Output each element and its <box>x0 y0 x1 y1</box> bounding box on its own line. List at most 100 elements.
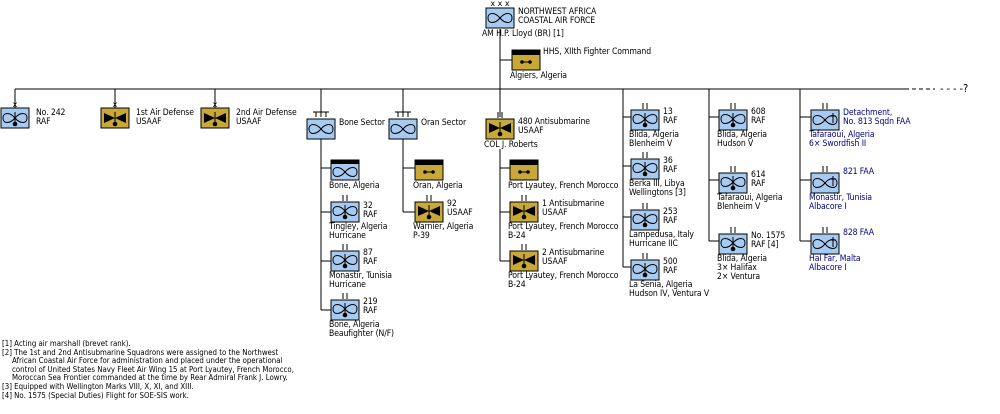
o92-label-2: USAAF <box>447 208 473 218</box>
r608-symbol <box>718 103 748 131</box>
r500-label-1: 500 <box>663 257 678 267</box>
r614-label-1: 614 <box>751 170 766 180</box>
faa821-label-3: Monastir, Tunisia <box>809 193 872 203</box>
r36-label-3: Berka III, Libya <box>629 179 685 189</box>
bone-sector-symbol <box>306 111 336 140</box>
faa828-label-1: 828 FAA <box>843 228 874 238</box>
footnote-2-line-2: African Coastal Air Force for administra… <box>12 356 283 366</box>
b87-label-4: Hurricane <box>329 280 366 290</box>
r500-label-3: La Senia, Algeria <box>629 280 693 290</box>
r1575-label-3: Blida, Algeria <box>717 254 767 264</box>
b219-symbol <box>330 293 360 321</box>
oran-hq-symbol <box>414 159 444 181</box>
r614-symbol <box>718 166 748 194</box>
r36-symbol <box>630 152 660 180</box>
o92-label-4: P-39 <box>413 231 430 241</box>
r614-label-3: Tafaraoui, Algeria <box>717 193 783 203</box>
oran-sector-symbol <box>388 111 418 140</box>
svg-text:x: x <box>213 100 218 109</box>
r1575-label-4: 3× Halifax <box>717 263 757 273</box>
b219-label-3: Bone, Algeria <box>329 320 380 330</box>
r253-label-3: Lampedusa, Italy <box>629 230 694 240</box>
svg-text:x: x <box>13 100 18 109</box>
r1575-label-2: RAF [4] <box>751 240 779 250</box>
footnote-2: [2] The 1st and 2nd Antisubmarine Squadr… <box>2 347 279 357</box>
g480-commander: COL J. Roberts <box>484 140 538 150</box>
r1575-label-1: No. 1575 <box>751 231 786 241</box>
svg-text:x: x <box>113 100 118 109</box>
faa813-label-4: 6× Swordfish II <box>809 139 867 149</box>
hhs-name: HHS, XIIth Fighter Command <box>543 47 652 57</box>
ad2-label-1: 2nd Air Defense <box>236 108 297 118</box>
as1-label-1: 1 Antisubmarine <box>542 199 605 209</box>
r253-label-2: RAF <box>663 216 678 226</box>
sq242-label-2: RAF <box>36 117 51 127</box>
faa813-label-2: No. 813 Sqdn FAA <box>843 117 911 127</box>
b32-label-3: Tingley, Algeria <box>329 222 388 232</box>
b87-label-3: Monastir, Tunisia <box>329 271 392 281</box>
r253-label-4: Hurricane IIC <box>629 239 678 249</box>
b87-label-1: 87 <box>363 248 373 258</box>
bone-hq-label: Bone, Algeria <box>329 181 380 191</box>
faa821-label-4: Albacore I <box>809 202 847 212</box>
faa828-symbol <box>810 227 840 255</box>
r13-symbol <box>630 103 660 131</box>
bone-sector-label: Bone Sector <box>339 118 385 128</box>
footnote-2-line-3: control of United States Navy Fleet Air … <box>12 364 294 374</box>
ad1-symbol: x <box>100 100 130 129</box>
r1575-symbol <box>718 227 748 255</box>
b32-label-2: RAF <box>363 210 378 220</box>
footnote-4: [4] No. 1575 (Special Duties) Flight for… <box>2 390 189 400</box>
r608-label-1: 608 <box>751 107 766 117</box>
g480-label-1: 480 Antisubmarine <box>518 117 590 127</box>
g480-symbol <box>485 112 515 140</box>
r608-label-2: RAF <box>751 116 766 126</box>
o92-symbol <box>414 195 444 223</box>
ad2-symbol: x <box>200 100 230 129</box>
faa821-label-1: 821 FAA <box>843 167 874 177</box>
r36-label-4: Wellingtons [3] <box>629 188 686 198</box>
r13-label-2: RAF <box>663 116 678 126</box>
b32-label-4: Hurricane <box>329 231 366 241</box>
sq242-label-1: No. 242 <box>36 108 66 118</box>
b219-label-4: Beaufighter (N/F) <box>329 329 394 339</box>
r614-label-4: Blenheim V <box>717 202 761 212</box>
r36-label-1: 36 <box>663 156 673 166</box>
r1575-label-5: 2× Ventura <box>717 272 760 282</box>
r500-symbol <box>630 253 660 281</box>
r13-label-3: Blida, Algeria <box>629 130 679 140</box>
ad2-label-2: USAAF <box>236 117 262 127</box>
as2-label-2: USAAF <box>542 257 568 267</box>
footnotes: [1] Acting air marshall (brevet rank). [… <box>2 339 294 400</box>
as1-label-2: USAAF <box>542 208 568 218</box>
ad1-label-1: 1st Air Defense <box>136 108 194 118</box>
faa813-label-1: Detachment, <box>843 108 893 118</box>
r253-symbol <box>630 203 660 231</box>
as2-label-4: B-24 <box>508 280 526 290</box>
as1-label-4: B-24 <box>508 231 526 241</box>
as1-label-3: Port Lyautey, French Morocco <box>508 222 619 232</box>
r608-label-4: Hudson V <box>717 139 754 149</box>
hq-commander: AM H.P. Lloyd (BR) [1] <box>482 29 564 39</box>
faa828-label-4: Albacore I <box>809 263 847 273</box>
svg-text:x x x: x x x <box>490 0 510 8</box>
r608-label-3: Blida, Algeria <box>717 130 767 140</box>
hq-name-line1: NORTHWEST AFRICA <box>518 7 597 17</box>
r13-label-4: Blenheim V <box>629 139 673 149</box>
footnote-2-line-4: Moroccan Sea Frontier commanded at the t… <box>12 373 288 383</box>
oran-sector-label: Oran Sector <box>421 118 467 128</box>
g480-hq-label: Port Lyautey, French Morocco <box>508 181 619 191</box>
b219-label-1: 219 <box>363 297 378 307</box>
hq-name-line2: COASTAL AIR FORCE <box>518 16 596 26</box>
r500-label-4: Hudson IV, Ventura V <box>629 289 710 299</box>
hq-symbol: x x x <box>485 0 515 29</box>
r253-label-1: 253 <box>663 207 678 217</box>
sq242-symbol: x <box>0 100 30 129</box>
o92-label-3: Warnier, Algeria <box>413 222 474 232</box>
b219-label-2: RAF <box>363 306 378 316</box>
r13-label-1: 13 <box>663 107 673 117</box>
faa813-label-3: Tafaraoui, Algeria <box>809 130 875 140</box>
